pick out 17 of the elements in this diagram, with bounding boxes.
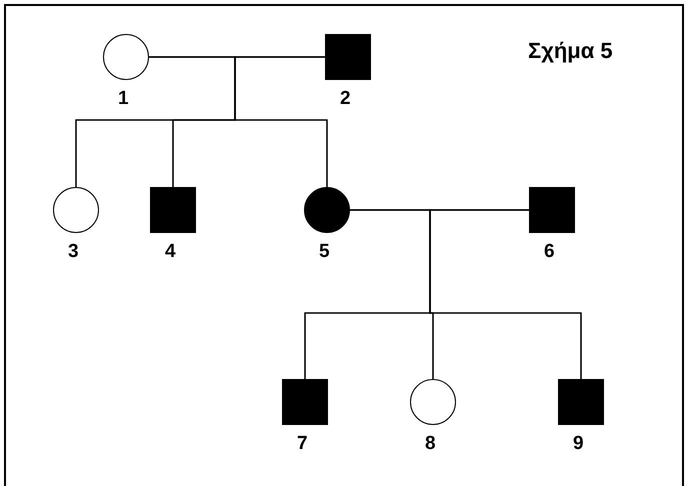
male-square	[282, 379, 328, 425]
individual-number: 1	[118, 89, 129, 108]
pedigree-line	[234, 56, 328, 187]
individual-number: 3	[68, 242, 79, 261]
individual-number: 2	[340, 89, 351, 108]
figure-title: Σχήμα 5	[528, 40, 613, 62]
individual-number: 7	[297, 434, 308, 453]
male-square	[529, 187, 575, 233]
individual-number: 6	[544, 242, 555, 261]
male-square	[558, 379, 604, 425]
individual-number: 8	[425, 434, 436, 453]
male-square	[325, 34, 371, 80]
pedigree-line	[429, 209, 582, 379]
male-square	[150, 187, 196, 233]
individual-number: 9	[573, 434, 584, 453]
individual-number: 4	[165, 242, 176, 261]
individual-number: 5	[319, 242, 330, 261]
